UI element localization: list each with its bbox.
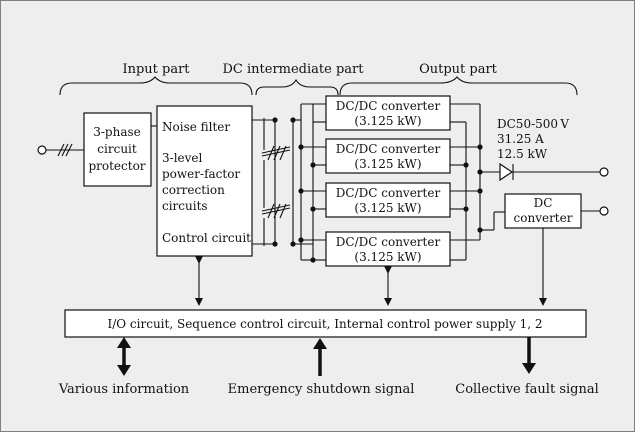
dc-link-nodes (272, 117, 296, 247)
converter-2-rating: (3.125 kW) (354, 157, 421, 171)
converter-4-name: DC/DC converter (336, 235, 441, 249)
output-voltage: DC50-500 V (497, 117, 569, 131)
dc-link-capacitors (261, 118, 291, 246)
converter-3-name: DC/DC converter (336, 186, 441, 200)
dc-converter-line-2: converter (514, 211, 573, 225)
noise-filter-label: Noise filter (162, 120, 230, 134)
io-circuit-box (64, 309, 587, 338)
converter-input-wiring (298, 103, 326, 263)
pfc-line-4: circuits (162, 199, 208, 213)
input-part-label: Input part (122, 62, 190, 77)
converter-output-rails (450, 103, 500, 261)
dcdc-converter-1-box (325, 95, 451, 131)
converter-1-rating: (3.125 kW) (354, 114, 421, 128)
dc-intermediate-part-label: DC intermediate part (223, 62, 365, 77)
converter-input-rails (293, 104, 314, 260)
dc-link-buses (252, 118, 294, 246)
main-block-box (156, 105, 253, 257)
emergency-shutdown-arrow (313, 338, 327, 376)
dcdc-converter-4-box (325, 231, 451, 267)
io-circuit-label: I/O circuit, Sequence control circuit, I… (108, 317, 543, 331)
input-part-bracket (59, 76, 253, 96)
dc-converter-feed-node (477, 227, 483, 233)
converter-3-rating: (3.125 kW) (354, 201, 421, 215)
pfc-line-1: 3-level (162, 151, 203, 165)
collective-fault-arrow (522, 337, 536, 374)
converter-4-rating: (3.125 kW) (354, 250, 421, 264)
various-information-label: Various information (58, 382, 190, 397)
protector-line-1: 3-phase (93, 125, 141, 139)
various-information-arrow (117, 337, 131, 376)
pfc-line-3: correction (162, 183, 225, 197)
collective-fault-label: Collective fault signal (455, 382, 599, 397)
protector-line-2: circuit (97, 142, 137, 156)
converter-1-name: DC/DC converter (336, 99, 441, 113)
circuit-protector-box (83, 112, 152, 187)
pfc-line-2: power-factor (162, 167, 240, 181)
output-power: 12.5 kW (497, 147, 548, 161)
dc-converter-line-1: DC (534, 196, 553, 210)
output-part-bracket (339, 76, 578, 96)
dc-intermediate-bracket (255, 78, 339, 96)
output-current: 31.25 A (497, 132, 544, 146)
control-circuit-label: Control circuit (162, 231, 251, 245)
output-part-label: Output part (419, 62, 498, 77)
output-terminal (599, 167, 609, 177)
dcdc-converter-3-box (325, 182, 451, 218)
emergency-shutdown-label: Emergency shutdown signal (228, 382, 415, 397)
output-diode (499, 162, 514, 182)
three-phase-marks (57, 143, 73, 157)
dc-converter-terminal (599, 206, 609, 216)
protector-line-3: protector (88, 159, 145, 173)
dcdc-converter-2-box (325, 138, 451, 174)
converter-2-name: DC/DC converter (336, 142, 441, 156)
input-terminal (37, 145, 47, 155)
